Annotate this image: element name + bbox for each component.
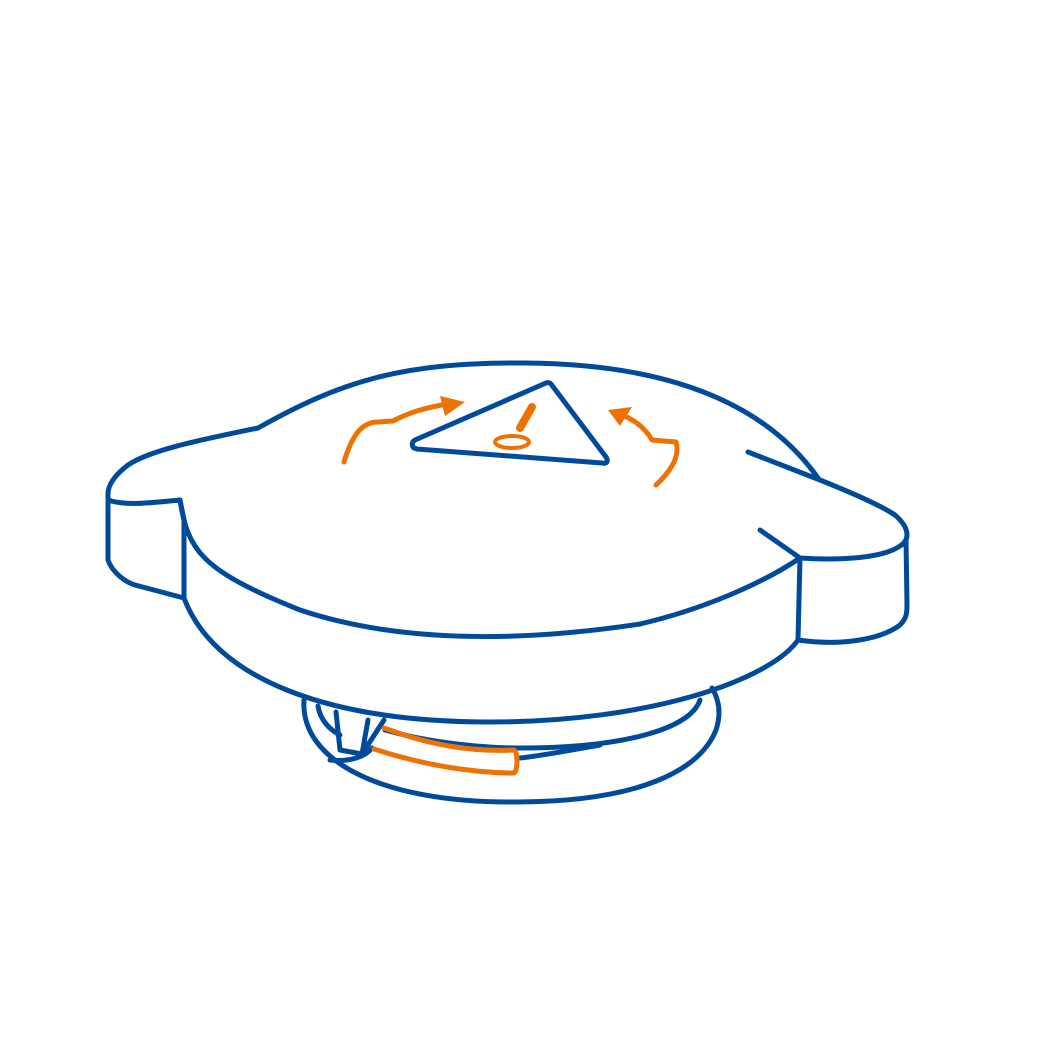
arrowhead-left-icon <box>440 396 465 416</box>
cap-base-lip <box>327 742 603 763</box>
cap-accents <box>341 396 680 776</box>
warning-exclamation-line <box>516 403 536 432</box>
cap-skirt <box>181 595 801 725</box>
arrowhead-right-icon <box>608 407 632 426</box>
rotate-arrow-right <box>619 412 680 488</box>
warning-exclamation-dot <box>493 434 531 450</box>
cap-warning-triangle <box>409 380 610 466</box>
cap-right-ear <box>745 449 910 645</box>
cap-outline <box>105 360 910 805</box>
cap-lid-top <box>255 360 821 481</box>
cap-base-tab <box>333 709 387 757</box>
cap-lid-front <box>177 497 803 639</box>
rotate-arrow-left <box>341 401 450 465</box>
base-seal-bar <box>371 725 520 776</box>
